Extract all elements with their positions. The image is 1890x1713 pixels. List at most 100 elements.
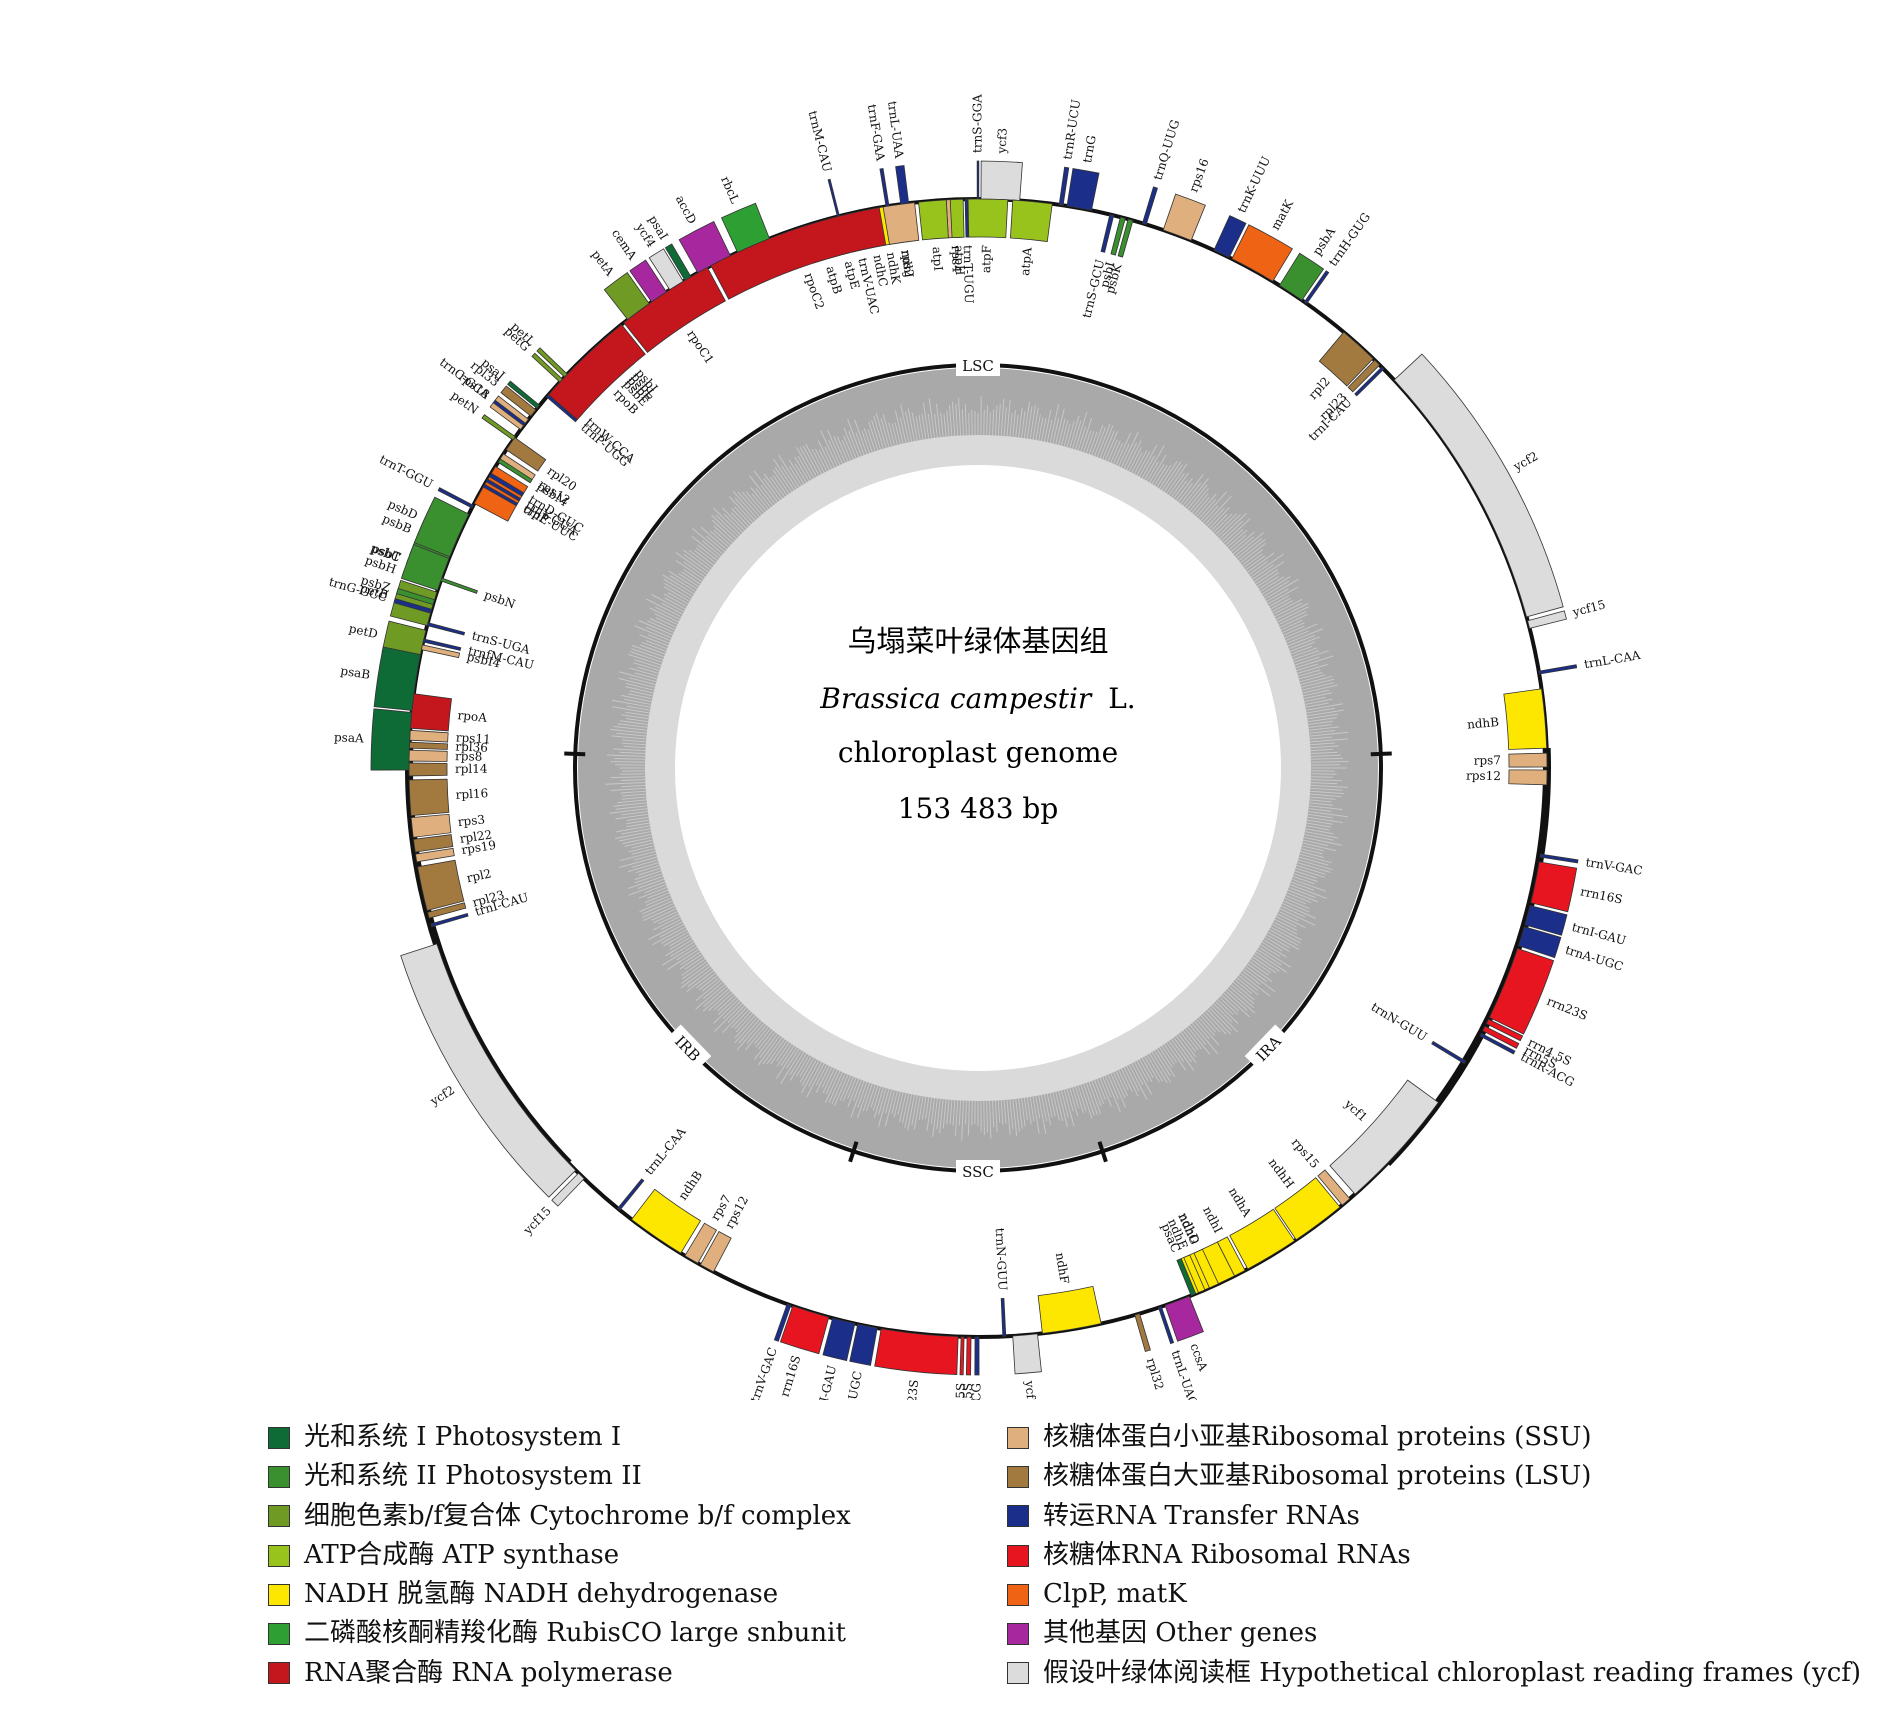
gene-label: rps19: [460, 838, 497, 857]
gene-label: trnN-GUU: [993, 1228, 1010, 1291]
legend-label: 光和系统 I Photosystem I: [304, 1422, 622, 1452]
legend-item: 其他基因 Other genes: [1007, 1614, 1861, 1653]
gene-block-rpl2: [1318, 331, 1374, 387]
gene-block-rps11: [409, 729, 449, 743]
gene-label: rps12: [1466, 769, 1501, 784]
gene-block-psbk: [1117, 218, 1134, 258]
legend-swatch: [1007, 1426, 1029, 1449]
gene-label: rrn23S: [1545, 994, 1590, 1023]
gene-block-trnq-uug: [1141, 186, 1158, 225]
gene-label: trnI-GAU: [1570, 920, 1627, 948]
region-label-bg: [956, 1160, 1000, 1182]
gene-block-ycf15: [1527, 610, 1567, 629]
gene-block-rps7: [1508, 752, 1548, 768]
legend-item: 核糖体RNA Ribosomal RNAs: [1007, 1536, 1861, 1575]
gene-block-psbc: [400, 544, 450, 591]
legend-label: 核糖体RNA Ribosomal RNAs: [1043, 1539, 1411, 1570]
gene-label: trnT-UGU: [961, 245, 976, 304]
region-label-ssc: SSC: [956, 1160, 1000, 1182]
legend-item: 核糖体蛋白小亚基Ribosomal proteins (SSU): [1007, 1418, 1861, 1457]
legend-item: 假设叶绿体阅读框 Hypothetical chloroplast readin…: [1007, 1654, 1861, 1693]
gene-block-rps16: [1162, 193, 1206, 241]
gene-block-ndhf: [1037, 1285, 1102, 1334]
gene-label: trnA-UGC: [840, 1370, 865, 1400]
gene-label: ccsA: [1187, 1341, 1210, 1373]
gene-block-rpl20: [505, 437, 547, 472]
gene-label: ycf1: [1341, 1096, 1370, 1124]
map-species-authority: L.: [1108, 682, 1136, 715]
legend-swatch: [1007, 1662, 1029, 1685]
region-boundary-tick: [1097, 1141, 1108, 1163]
gene-label: ycf2: [1510, 449, 1540, 474]
gene-label: trnR-ACG: [969, 1383, 983, 1400]
gene-label: trnS-GGA: [971, 94, 985, 153]
gene-block-trnr-ucu: [1058, 166, 1070, 206]
gene-block-trnfm-cau: [422, 638, 462, 651]
region-label-text: LSC: [962, 357, 994, 375]
gene-label: rps15: [1289, 1135, 1322, 1171]
gene-label: trnM-CAU: [805, 109, 834, 173]
gene-block-trnh-gug: [1303, 270, 1330, 305]
gene-label: ndhI: [1200, 1204, 1225, 1235]
gene-label: trnF-GAA: [865, 103, 888, 162]
legend-swatch: [268, 1583, 290, 1606]
gene-block-psbn: [440, 577, 478, 594]
gene-block-trns-gga: [976, 160, 980, 200]
gene-block-psac: [1176, 1258, 1197, 1297]
gene-label: cemA: [609, 226, 640, 262]
gene-label: ycf15: [520, 1204, 554, 1238]
region-label-text: SSC: [962, 1163, 994, 1181]
gene-label: atpB: [823, 264, 845, 295]
map-subtitle: chloroplast genome: [838, 736, 1118, 769]
gene-block-rpoa: [409, 693, 452, 732]
gene-label: ndhA: [1226, 1185, 1255, 1220]
gene-block-rrn4.5s: [1485, 1018, 1524, 1042]
gene-label: trnA-UGC: [1564, 943, 1625, 974]
legend-label: ClpP, matK: [1043, 1579, 1187, 1610]
gene-label: trnN-GUU: [1369, 1000, 1430, 1044]
gene-block-trnd-guc: [488, 472, 525, 497]
legend-label: RNA聚合酶 RNA polymerase: [304, 1657, 673, 1688]
gene-label: ndhC: [870, 253, 890, 287]
gene-label: rpl14: [455, 762, 488, 776]
gene-label: petA: [589, 247, 617, 278]
gene-block-trnn-guu: [1431, 1040, 1467, 1065]
gene-block-trnf-gaa: [879, 168, 890, 207]
gene-block-rps3: [410, 813, 452, 838]
gene-label: atpE: [842, 260, 863, 291]
gene-block-trnl-uag: [1158, 1306, 1175, 1345]
gene-label: rpoC2: [802, 271, 827, 311]
gene-label: ndhK: [884, 251, 903, 286]
legend-item: 核糖体蛋白大亚基Ribosomal proteins (LSU): [1007, 1457, 1861, 1496]
gene-label: trnV-GAC: [748, 1346, 780, 1400]
gene-block-rrn23s: [1488, 948, 1555, 1035]
gene-block-trnm-cau: [827, 178, 840, 218]
legend-label: 二磷酸核酮精羧化酶 RubisCO large snbunit: [304, 1618, 846, 1649]
legend-item: ATP合成酶 ATP synthase: [268, 1536, 851, 1575]
map-species-name: Brassica campestir: [819, 682, 1093, 715]
gene-label: atpF: [979, 245, 993, 273]
gene-block-ycf3: [980, 160, 1023, 201]
gene-label: trnG: [1080, 134, 1099, 164]
legend-label: 核糖体蛋白小亚基Ribosomal proteins (SSU): [1043, 1422, 1592, 1452]
legend-swatch: [1007, 1623, 1029, 1646]
gene-block-rrn16s: [779, 1305, 830, 1355]
gene-block-rps2: [882, 202, 920, 245]
gene-block-trnk-uuu: [1213, 215, 1247, 258]
gene-ring: [370, 160, 1579, 1376]
gene-block-rpoc1: [623, 266, 726, 353]
legend-label: NADH 脱氢酶 NADH dehydrogenase: [304, 1579, 779, 1610]
gene-block-ycf15: [551, 1172, 585, 1207]
legend-swatch: [268, 1544, 290, 1567]
gene-label: ndhF: [1053, 1252, 1072, 1285]
gene-block-rpl32: [1134, 1313, 1151, 1352]
gene-block-rpl14: [408, 762, 448, 777]
gene-block-ndhh: [1274, 1177, 1341, 1241]
region-label-bg: [1244, 1024, 1292, 1072]
gene-block-ndhb: [631, 1188, 702, 1254]
gene-block-psbz: [396, 588, 435, 605]
gene-label: accD: [673, 193, 699, 226]
gene-label: rrn5S: [960, 1383, 975, 1400]
gene-label: rpl16: [455, 786, 488, 802]
